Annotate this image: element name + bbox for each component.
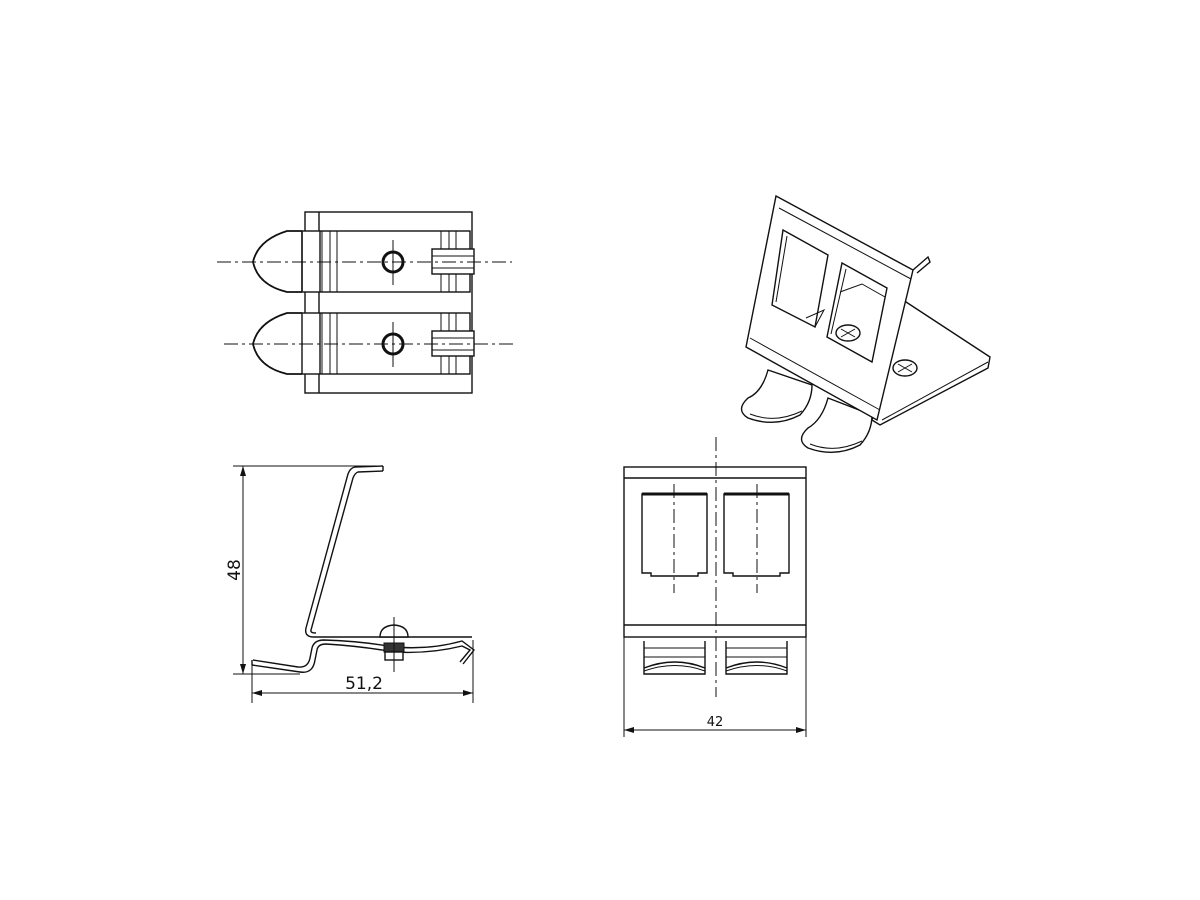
dimension-width: 42 xyxy=(707,715,724,730)
screw-head xyxy=(835,324,861,342)
dimension-height: 48 xyxy=(225,559,245,581)
top-view xyxy=(217,211,514,394)
keystone-opening-left xyxy=(641,484,708,593)
base-plate xyxy=(871,298,991,426)
side-view: 48 51,2 xyxy=(225,465,475,703)
screw xyxy=(379,617,409,672)
foot-left xyxy=(740,369,813,423)
top-module-lower xyxy=(224,312,514,375)
keystone-opening-right xyxy=(723,484,790,593)
dimension-depth: 51,2 xyxy=(345,674,383,694)
foot-right xyxy=(800,397,873,453)
iso-opening-left xyxy=(771,228,829,329)
top-module-upper xyxy=(217,230,512,293)
front-view: 42 xyxy=(623,437,807,737)
isometric-view xyxy=(740,194,991,453)
foot-slots xyxy=(643,641,788,675)
front-plate xyxy=(745,194,931,422)
screw-head xyxy=(892,359,918,377)
